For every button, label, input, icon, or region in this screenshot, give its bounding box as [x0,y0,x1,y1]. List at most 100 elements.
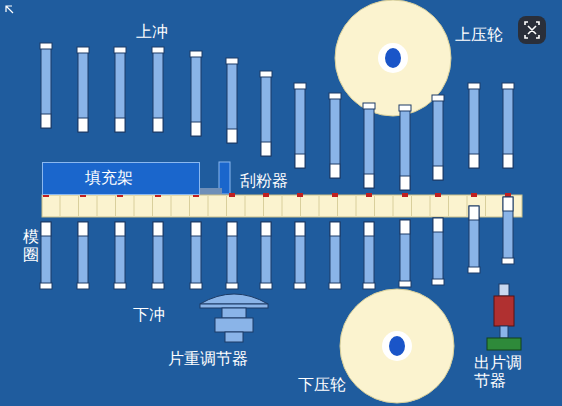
punch-cap [329,283,341,289]
die-cell [245,196,246,216]
punch-body [433,218,443,284]
die-ring [42,195,522,217]
punch-body [41,222,51,288]
weight-regulator-label: 片重调节器 [168,350,248,368]
punch-cap [40,43,52,49]
punch-cap [399,105,411,111]
upper-wheel-axle [385,48,401,68]
punch-cap [260,283,272,289]
punch-cap [432,95,444,101]
punch-tip [503,154,513,168]
punch-body [330,222,340,288]
die-cell [60,196,61,216]
punch-cap [152,47,164,53]
die-ring-label: 模圈 [23,228,39,263]
punch-tip [295,154,305,168]
punch-body [115,222,125,288]
lower-wheel [340,289,454,403]
punch-body [503,197,513,263]
punch-cap [226,283,238,289]
ejection-regulator-label: 出片调 节器 [474,354,527,391]
die-cell [337,196,338,216]
punch-body [364,108,374,188]
lower-wheel-axle [389,336,405,356]
scraper-label: 刮粉器 [240,172,288,190]
die-cell [374,196,375,216]
punch-tip [261,222,271,236]
punch-cap [114,47,126,53]
punch-cap [294,283,306,289]
punch-tip [115,222,125,236]
punch-tip [433,166,443,180]
punch-cap [468,267,480,273]
punch-tip [503,197,513,211]
punch-body [469,88,479,168]
die-cell [263,196,264,216]
punch-body [153,222,163,288]
die-cell [356,196,357,216]
punch-cap [77,283,89,289]
punch-tip [330,222,340,236]
punch-cap [226,58,238,64]
punch-tip [153,118,163,132]
upper-punch-label: 上冲 [136,23,168,41]
die-hole [332,193,338,197]
die-cell [467,196,468,216]
upper-wheel [335,0,451,116]
upper-wheel-hub [378,43,408,73]
punch-body [191,56,201,136]
punch-tip [261,142,271,156]
die-hole [402,193,408,197]
punch-cap [502,258,514,264]
punch-tip [41,114,51,128]
punch-body [227,63,237,143]
ejection-regulator [487,284,521,350]
punch-body [295,88,305,168]
die-cell [97,196,98,216]
punches [40,43,514,289]
punch-tip [153,222,163,236]
punch-cap [432,279,444,285]
punch-body [78,222,88,288]
punch-tip [364,222,374,236]
die-cell [152,196,153,216]
upper-wheel-label: 上压轮 [455,26,503,44]
punch-body [295,222,305,288]
punch-body [261,222,271,288]
punch-cap [152,283,164,289]
punch-cap [294,83,306,89]
punch-body [330,98,340,178]
corner-mark [6,6,13,13]
punch-cap [399,281,411,287]
weight-regulator [200,294,268,342]
punch-body [469,206,479,272]
die-cell [282,196,283,216]
punch-body [227,222,237,288]
punch-cap [329,93,341,99]
die-hole [263,193,269,197]
die-hole [435,193,441,197]
punch-body [400,110,410,190]
die-cell [485,196,486,216]
punch-body [78,52,88,132]
punch-body [41,48,51,128]
punch-cap [363,103,375,109]
die-cell [300,196,301,216]
punch-cap [40,283,52,289]
punch-tip [227,222,237,236]
punch-tip [330,164,340,178]
punch-tip [191,122,201,136]
die-cell [208,196,209,216]
die-cell [134,196,135,216]
punch-tip [295,222,305,236]
punch-cap [77,47,89,53]
punch-tip [469,206,479,220]
lower-wheel-label: 下压轮 [298,376,346,394]
punch-body [433,100,443,180]
die-hole [505,193,511,197]
punch-cap [190,51,202,57]
filling-frame: 填充架 [42,162,200,195]
die-cell [226,196,227,216]
die-cell [319,196,320,216]
